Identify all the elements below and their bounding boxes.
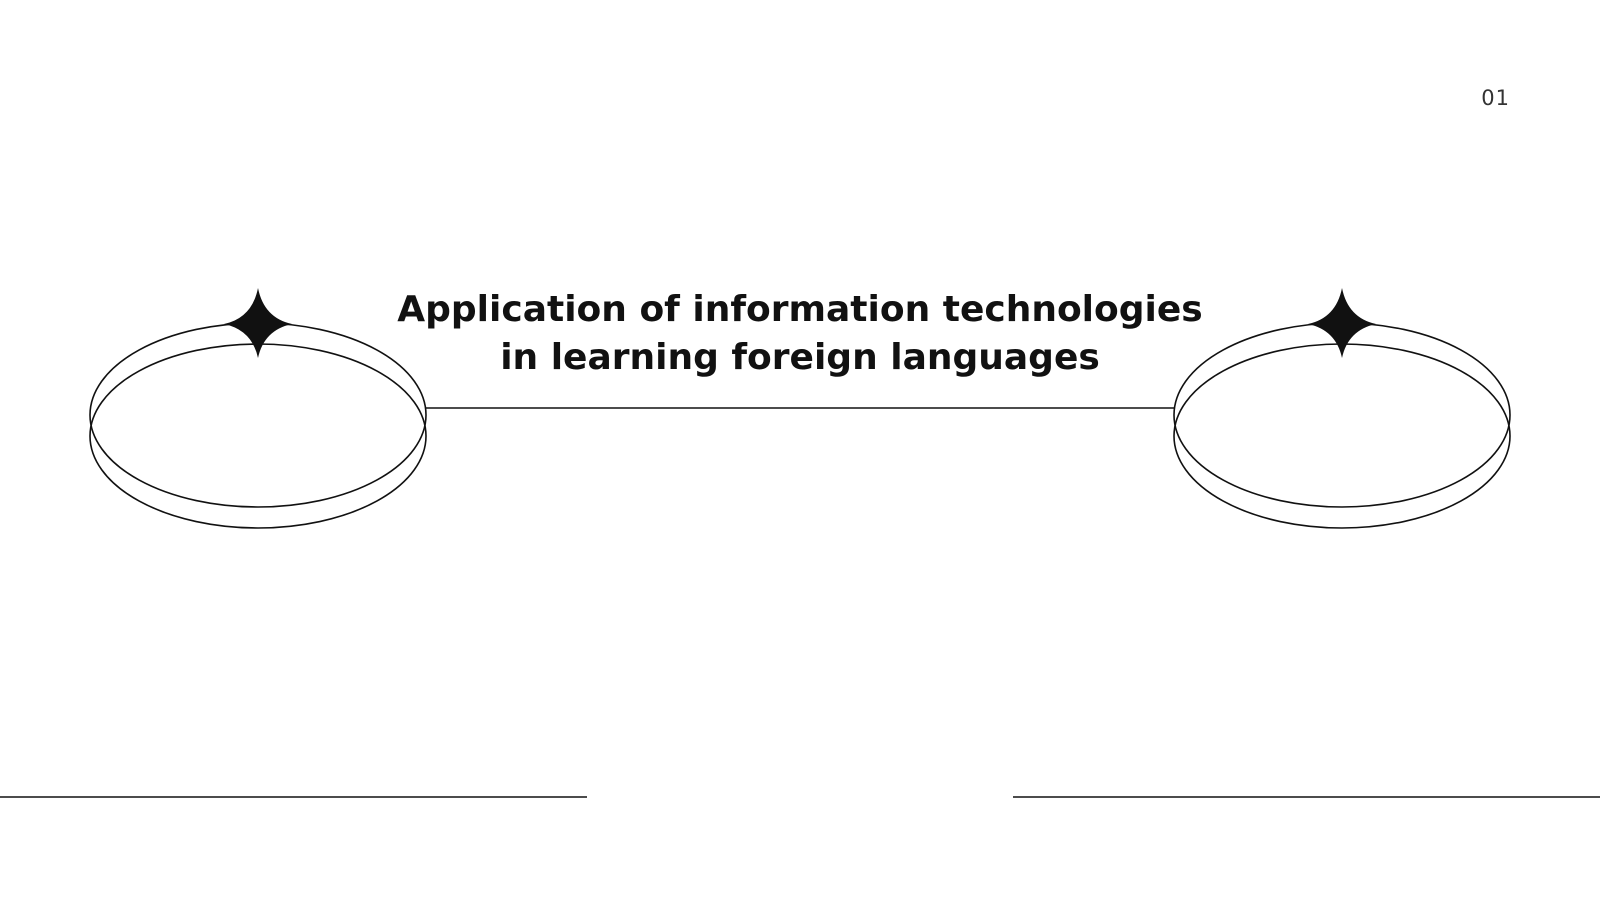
sparkle-star-icon [224,288,292,358]
slide-number: 01 [1481,86,1510,110]
sparkle-star-icon [1308,288,1376,358]
slide-title: Application of information technologies … [397,289,1203,378]
